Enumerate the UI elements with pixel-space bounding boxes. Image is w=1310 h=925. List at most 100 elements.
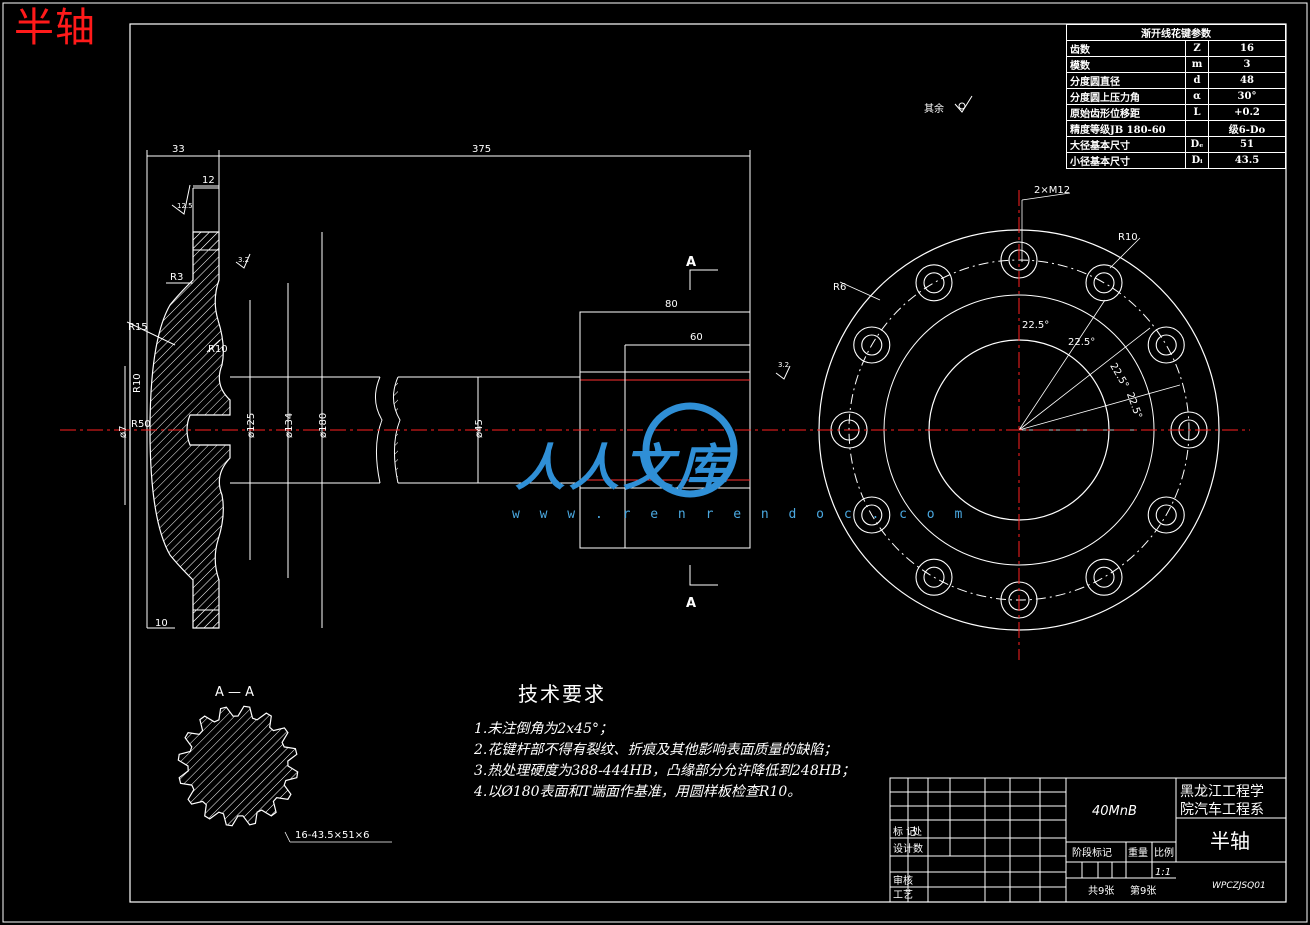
design-label: 设计 (893, 842, 913, 855)
spline-note: 16-43.5×51×6 (295, 830, 369, 841)
spline-param-symbol: Dᵢ (1185, 152, 1209, 169)
angle-1: 22.5° (1022, 320, 1049, 331)
spline-table-title: 渐开线花键参数 (1066, 24, 1286, 41)
dim-phi7: ø7 (118, 426, 129, 438)
drawing-number: WPCZJSQ01 (1212, 881, 1266, 891)
dim-phi180: ø180 (318, 413, 329, 438)
angle-4: 22.5° (1124, 391, 1144, 420)
tech-item: 2.花键杆部不得有裂纹、折痕及其他影响表面质量的缺陷； (474, 742, 838, 758)
part-name: 半轴 (1210, 829, 1250, 853)
dim-r6: R6 (833, 282, 846, 293)
spline-profile (177, 705, 299, 827)
watermark-brand: 人人文库 (515, 439, 731, 497)
corner-title: 半轴 (14, 5, 96, 51)
bolt-hole (1147, 496, 1185, 534)
roughness-3-2b: 3.2 (778, 361, 789, 369)
dim-375: 375 (472, 144, 491, 155)
side-view-dimensions: 33 375 12 80 60 10 R3 R15 R10 R50 ø125 ø… (118, 102, 944, 629)
spline-param-name: 大径基本尺寸 (1066, 136, 1186, 153)
spline-param-symbol: Dₑ (1185, 136, 1209, 153)
watermark-url: w w w . r e n r e n d o c . c o m (512, 507, 969, 522)
spline-param-name: 分度圆直径 (1066, 72, 1186, 89)
weight-label: 重量 (1128, 846, 1148, 859)
drawing-inner-frame (129, 23, 1287, 903)
tech-item: 4.以Ø180表面和T端面作基准，用圆样板检查R10。 (474, 784, 802, 800)
scale-value: 1:1 (1155, 867, 1171, 878)
bolt-hole (1085, 558, 1123, 596)
dim-60: 60 (690, 332, 703, 343)
spline-param-name: 分度圆上压力角 (1066, 88, 1186, 105)
section-mark-top: A (686, 255, 696, 270)
tech-item: 3.热处理硬度为388-444HB，凸缘部分允许降低到248HB； (474, 763, 856, 779)
flange-section (149, 231, 231, 629)
dim-r15: R15 (128, 322, 148, 333)
spline-param-name: 小径基本尺寸 (1066, 152, 1186, 169)
dim-10: 10 (155, 618, 168, 629)
dim-phi125: ø125 (246, 413, 257, 438)
process-label: 工艺 (893, 889, 913, 901)
dim-80: 80 (665, 299, 678, 310)
dim-r50: R50 (131, 419, 151, 430)
bolt-hole (1085, 264, 1123, 302)
dim-33: 33 (172, 144, 185, 155)
bolt-hole (853, 326, 891, 364)
section-mark-bottom: A (686, 596, 696, 611)
angle-2: 22.5° (1068, 337, 1095, 348)
spline-section-view: A — A 16-43.5×51×6 (177, 685, 392, 843)
spline-param-symbol: Z (1185, 40, 1209, 57)
dim-r10c: R10 (1118, 232, 1138, 243)
technical-requirements: 技术要求 1.未注倒角为2x45°； 2.花键杆部不得有裂纹、折痕及其他影响表面… (474, 678, 855, 803)
sheet-number: 第9张 (1130, 884, 1156, 897)
place-label: 处 (912, 826, 922, 838)
dim-phi134: ø134 (284, 413, 295, 438)
spline-param-value: +0.2 (1208, 104, 1286, 121)
mark-label: 标 记 (893, 826, 916, 838)
spline-param-value: 43.5 (1208, 152, 1286, 169)
spline-param-name: 精度等级JB 180-60 (1066, 120, 1186, 137)
bolt-hole (853, 496, 891, 534)
watermark-logo-circle (642, 402, 738, 498)
spline-param-symbol: d (1185, 72, 1209, 89)
spline-param-value: 51 (1208, 136, 1286, 153)
dim-r10b: R10 (132, 373, 143, 393)
review-label: 审核 (893, 874, 913, 887)
shaft-side-view (124, 95, 973, 629)
school-line-1: 黑龙江工程学 (1180, 784, 1264, 800)
bolt-hole (1147, 326, 1185, 364)
spline-param-name: 模数 (1066, 56, 1186, 73)
stage-mark-label: 阶段标记 (1072, 846, 1112, 859)
spline-param-symbol: L (1185, 104, 1209, 121)
section-title: A — A (215, 685, 254, 700)
spline-param-symbol: m (1185, 56, 1209, 73)
bolt-hole (915, 558, 953, 596)
dim-2xm12: 2×M12 (1034, 185, 1070, 196)
spline-param-row: 精度等级JB 180-60 级6-Do (1066, 120, 1286, 137)
dim-r10a: R10 (208, 344, 228, 355)
spline-param-value: 48 (1208, 72, 1286, 89)
dim-12: 12 (202, 175, 215, 186)
spline-param-name: 原始齿形位移距 (1066, 104, 1186, 121)
spline-param-symbol (1185, 120, 1209, 137)
dim-phi45: ø45 (474, 419, 485, 438)
roughness-3-2a: 3.2 (238, 256, 249, 264)
material: 40MnB (1092, 804, 1137, 819)
spline-param-symbol: α (1185, 88, 1209, 105)
sheets-total: 共9张 (1088, 885, 1114, 897)
spline-param-value: 级6-Do (1208, 120, 1286, 137)
dim-r3: R3 (170, 272, 183, 283)
roughness-12-5: 12.5 (177, 202, 193, 210)
tech-item: 1.未注倒角为2x45°； (474, 721, 613, 737)
spline-param-value: 16 (1208, 40, 1286, 57)
rest-roughness-label: 其余 (924, 102, 944, 115)
title-block (889, 777, 1287, 903)
